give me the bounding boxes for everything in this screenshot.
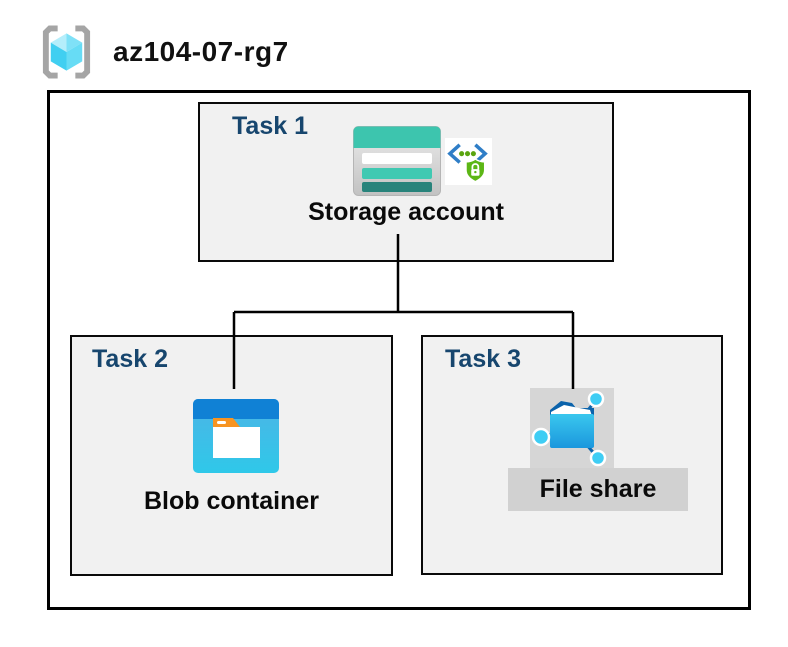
task3-label: Task 3	[445, 345, 521, 373]
blob-container-icon	[193, 399, 279, 473]
task1-label: Task 1	[232, 112, 308, 140]
file-share-label: File share	[539, 475, 657, 503]
secure-access-icon	[445, 138, 492, 185]
file-share-icon	[531, 390, 607, 467]
resource-group-name: az104-07-rg7	[113, 36, 289, 67]
storage-account-label: Storage account	[308, 198, 504, 226]
resource-group-header: az104-07-rg7	[38, 24, 289, 80]
storage-account-icon	[353, 126, 441, 196]
blob-container-label: Blob container	[143, 487, 319, 515]
file-share-icon-highlight	[530, 388, 614, 468]
task2-label: Task 2	[92, 345, 168, 373]
azure-resource-group-icon	[42, 25, 91, 79]
file-share-label-highlight: File share	[508, 468, 688, 511]
